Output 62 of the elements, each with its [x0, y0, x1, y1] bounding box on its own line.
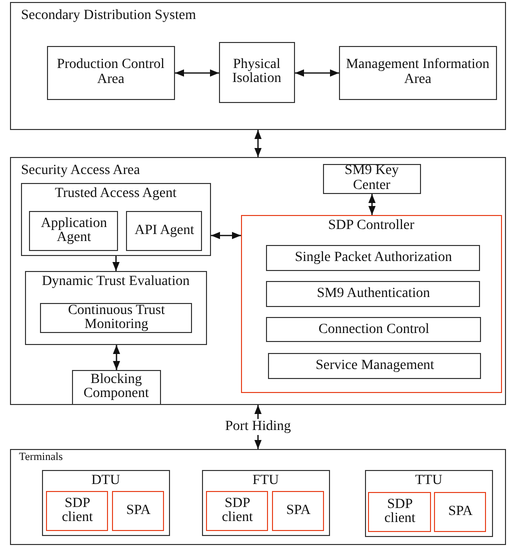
group-box: [24, 270, 207, 345]
terminal-box: [364, 470, 493, 537]
box-label: Physical Isolation: [231, 58, 282, 87]
arrow: [368, 194, 376, 215]
client-box: [272, 491, 324, 532]
box-heading: Security Access Area: [21, 164, 140, 179]
client-box: [206, 491, 268, 532]
process-box: [266, 317, 482, 342]
arrow: [211, 232, 241, 240]
box-heading: Terminals: [19, 452, 63, 464]
box-label: SDP client: [60, 496, 94, 526]
box-label: SM9 Authentication: [316, 287, 431, 302]
arrow: [254, 130, 262, 157]
process-box: [218, 42, 295, 103]
box-heading: DTU: [90, 474, 122, 488]
area-panel: [10, 157, 506, 405]
box-heading: Trusted Access Agent: [54, 186, 178, 202]
box-label: Service Management: [314, 359, 436, 374]
client-box: [46, 491, 108, 532]
terminal-box: [42, 470, 170, 536]
box-heading: TTU: [414, 474, 444, 488]
client-box: [368, 492, 432, 532]
process-box: [268, 353, 482, 380]
system-panel: [10, 2, 506, 130]
box-label: Application Agent: [40, 216, 108, 246]
arrow: [175, 69, 219, 77]
process-box: [29, 211, 118, 252]
edge-label: Port Hiding: [223, 419, 293, 435]
box-label: Management Information Area: [344, 58, 490, 88]
process-box: [338, 46, 497, 100]
box-heading: SDP Controller: [327, 218, 416, 234]
group-box: [20, 182, 211, 256]
box-heading: Secondary Distribution System: [21, 9, 196, 24]
box-heading: Dynamic Trust Evaluation: [40, 274, 191, 290]
box-label: Single Packet Authorization: [294, 251, 453, 266]
process-box: [72, 370, 161, 405]
box-label: SPA: [285, 504, 312, 519]
box-label: Connection Control: [317, 322, 430, 338]
process-box: [126, 211, 202, 252]
controller-box: [240, 214, 502, 393]
terminal-box: [202, 470, 330, 536]
arrow: [112, 345, 120, 370]
box-label: Blocking Component: [82, 372, 150, 402]
box-label: SDP client: [220, 496, 254, 526]
arrow: [295, 69, 339, 77]
box-label: Production Control Area: [56, 58, 166, 88]
client-box: [434, 492, 486, 532]
arrow: [112, 256, 120, 271]
client-box: [112, 491, 164, 532]
box-label: Continuous Trust Monitoring: [66, 304, 166, 334]
box-heading: FTU: [251, 474, 280, 488]
process-box: [266, 281, 480, 308]
box-label: API Agent: [134, 224, 196, 239]
process-box: [46, 46, 175, 100]
process-box: [266, 245, 480, 272]
box-label: SM9 Key Center: [344, 164, 400, 194]
process-box: [322, 164, 421, 194]
box-label: SPA: [447, 505, 474, 520]
box-label: SPA: [125, 504, 152, 519]
process-box: [40, 303, 192, 334]
terminals-panel: [10, 449, 506, 545]
box-label: SDP client: [383, 498, 416, 528]
